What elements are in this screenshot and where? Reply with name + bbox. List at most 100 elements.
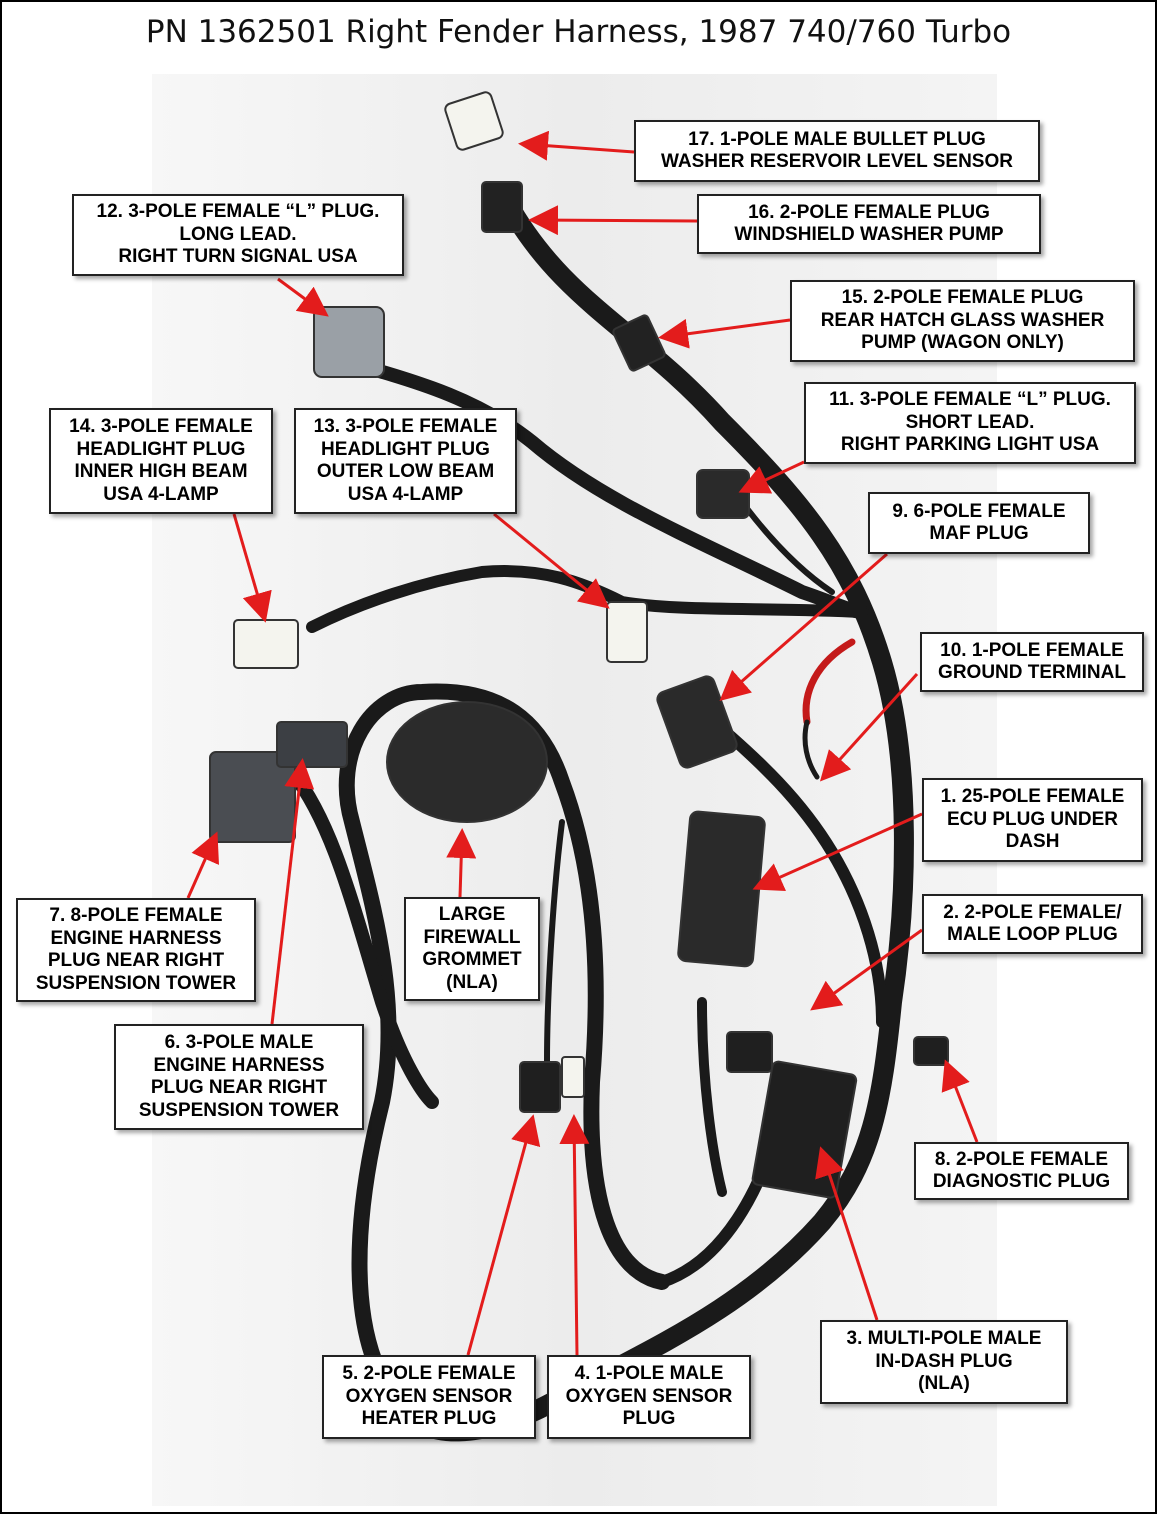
callout-15: 15. 2-POLE FEMALE PLUG REAR HATCH GLASS … xyxy=(790,280,1135,362)
arrow-15 xyxy=(658,318,791,349)
connector-16 xyxy=(481,181,523,233)
callout-3-line-2: IN-DASH PLUG xyxy=(875,1350,1013,1372)
callout-7: 7. 8-POLE FEMALE ENGINE HARNESS PLUG NEA… xyxy=(16,898,256,1002)
branch-9-wire xyxy=(696,706,888,1028)
arrow-14 xyxy=(232,513,272,623)
ground-lead-black xyxy=(802,719,820,780)
callout-1-line-3: DASH xyxy=(1005,831,1060,853)
firewall-grommet xyxy=(386,701,548,823)
callout-1-line-2: ECU PLUG UNDER xyxy=(946,808,1118,830)
left-loop-wire xyxy=(338,683,670,1410)
callout-9: 9. 6-POLE FEMALE MAF PLUG xyxy=(868,492,1090,554)
callout-3-line-1: 3. MULTI-POLE MALE xyxy=(846,1328,1042,1350)
arrow-9 xyxy=(719,552,888,701)
callout-11-line-1: 11. 3-POLE FEMALE “L” PLUG. xyxy=(829,389,1111,411)
branch-7-wire xyxy=(285,765,439,1109)
callout-4-line-3: PLUG xyxy=(622,1408,676,1430)
callout-5-line-2: OXYGEN SENSOR xyxy=(345,1385,513,1407)
callout-14-line-3: INNER HIGH BEAM xyxy=(74,461,248,482)
callout-14: 14. 3-POLE FEMALE HEADLIGHT PLUG INNER H… xyxy=(49,408,273,514)
callout-7-line-3: PLUG NEAR RIGHT xyxy=(47,950,225,971)
callout-13-line-2: HEADLIGHT PLUG xyxy=(321,438,490,460)
ground-lead-red xyxy=(802,638,856,726)
callout-grommet-line-1: LARGE xyxy=(438,904,506,925)
branch-12-wire xyxy=(340,355,869,619)
callout-grommet-line-2: FIREWALL xyxy=(423,926,521,948)
ecu-lead-wire xyxy=(697,997,727,1197)
callout-14-line-2: HEADLIGHT PLUG xyxy=(76,438,246,460)
page-title: PN 1362501 Right Fender Harness, 1987 74… xyxy=(145,14,1012,50)
connector-11 xyxy=(696,469,750,519)
arrow-grommet xyxy=(446,828,477,898)
callout-8-line-2: DIAGNOSTIC PLUG xyxy=(932,1171,1111,1192)
arrow-13 xyxy=(493,512,610,609)
callout-6-line-3: PLUG NEAR RIGHT xyxy=(150,1077,328,1098)
callout-7-line-1: 7. 8-POLE FEMALE xyxy=(49,905,223,926)
callout-4-line-2: OXYGEN SENSOR xyxy=(565,1385,733,1407)
callout-4: 4. 1-POLE MALE OXYGEN SENSOR PLUG xyxy=(547,1355,751,1439)
connector-1-ecu xyxy=(677,810,766,968)
callout-13-line-3: OUTER LOW BEAM xyxy=(316,461,495,482)
connector-15 xyxy=(612,314,666,372)
callout-8-line-1: 8. 2-POLE FEMALE xyxy=(934,1148,1109,1170)
callout-1-line-1: 1. 25-POLE FEMALE xyxy=(940,786,1125,808)
arrow-10 xyxy=(819,672,919,782)
callout-5-line-1: 5. 2-POLE FEMALE xyxy=(342,1363,516,1385)
connectors xyxy=(209,91,949,1199)
callout-5-line-3: HEATER PLUG xyxy=(361,1408,497,1430)
callout-11: 11. 3-POLE FEMALE “L” PLUG. SHORT LEAD. … xyxy=(804,382,1136,464)
callout-15-line-2: REAR HATCH GLASS WASHER xyxy=(820,309,1105,331)
callout-2: 2. 2-POLE FEMALE/ MALE LOOP PLUG xyxy=(922,894,1143,954)
callout-11-line-3: RIGHT PARKING LIGHT USA xyxy=(840,434,1100,456)
connector-17 xyxy=(444,91,504,151)
callout-6: 6. 3-POLE MALE ENGINE HARNESS PLUG NEAR … xyxy=(114,1024,364,1130)
callout-12-line-3: RIGHT TURN SIGNAL USA xyxy=(118,246,358,268)
callout-17-line-1: 17. 1-POLE MALE BULLET PLUG xyxy=(688,128,986,150)
callout-13-line-1: 13. 3-POLE FEMALE xyxy=(313,416,498,437)
callout-12-line-2: LONG LEAD. xyxy=(179,223,297,245)
arrow-5 xyxy=(466,1114,541,1356)
callout-3: 3. MULTI-POLE MALE IN-DASH PLUG (NLA) xyxy=(820,1320,1068,1404)
callout-1: 1. 25-POLE FEMALE ECU PLUG UNDER DASH xyxy=(922,778,1143,862)
callout-10-line-2: GROUND TERMINAL xyxy=(938,662,1126,683)
callout-16-line-1: 16. 2-POLE FEMALE PLUG xyxy=(748,201,990,223)
callout-12-line-1: 12. 3-POLE FEMALE “L” PLUG. xyxy=(96,201,380,223)
arrow-16 xyxy=(528,205,698,236)
branch-11-wire xyxy=(739,499,835,595)
arrow-3 xyxy=(815,1146,879,1321)
arrow-7 xyxy=(186,831,220,899)
callout-6-line-1: 6. 3-POLE MALE xyxy=(164,1032,314,1053)
callout-15-line-3: PUMP (WAGON ONLY) xyxy=(861,332,1064,354)
callout-14-line-4: USA 4-LAMP xyxy=(103,483,219,505)
arrow-1 xyxy=(752,812,923,891)
callout-12: 12. 3-POLE FEMALE “L” PLUG. LONG LEAD. R… xyxy=(72,194,404,276)
arrow-17 xyxy=(518,130,635,161)
connector-2-loop xyxy=(726,1031,773,1073)
connector-8 xyxy=(913,1036,949,1066)
branch-14-wire xyxy=(306,565,868,633)
callout-15-line-1: 15. 2-POLE FEMALE PLUG xyxy=(841,287,1084,309)
callout-11-line-2: SHORT LEAD. xyxy=(905,411,1035,433)
callout-14-line-1: 14. 3-POLE FEMALE xyxy=(69,416,253,437)
callout-7-line-4: SUSPENSION TOWER xyxy=(35,972,237,994)
callout-2-line-1: 2. 2-POLE FEMALE/ xyxy=(943,901,1122,923)
callout-5: 5. 2-POLE FEMALE OXYGEN SENSOR HEATER PL… xyxy=(322,1355,536,1439)
callout-grommet: LARGE FIREWALL GROMMET (NLA) xyxy=(404,897,540,1001)
callout-4-line-1: 4. 1-POLE MALE xyxy=(574,1363,724,1385)
callout-10-line-1: 10. 1-POLE FEMALE xyxy=(940,639,1124,661)
callout-13-line-4: USA 4-LAMP xyxy=(347,483,464,505)
callout-16: 16. 2-POLE FEMALE PLUG WINDSHIELD WASHER… xyxy=(697,194,1041,254)
connector-9 xyxy=(656,675,738,769)
callout-9-line-1: 9. 6-POLE FEMALE xyxy=(892,500,1066,522)
arrow-11 xyxy=(738,460,805,494)
callout-13: 13. 3-POLE FEMALE HEADLIGHT PLUG OUTER L… xyxy=(294,408,517,514)
callout-7-line-2: ENGINE HARNESS xyxy=(50,927,222,949)
callout-10: 10. 1-POLE FEMALE GROUND TERMINAL xyxy=(920,632,1144,692)
o2-lead-wire xyxy=(544,819,565,1065)
arrow-2 xyxy=(810,928,923,1011)
arrow-8 xyxy=(941,1059,979,1143)
arrow-6 xyxy=(270,758,315,1025)
callout-16-line-2: WINDSHIELD WASHER PUMP xyxy=(734,224,1004,245)
